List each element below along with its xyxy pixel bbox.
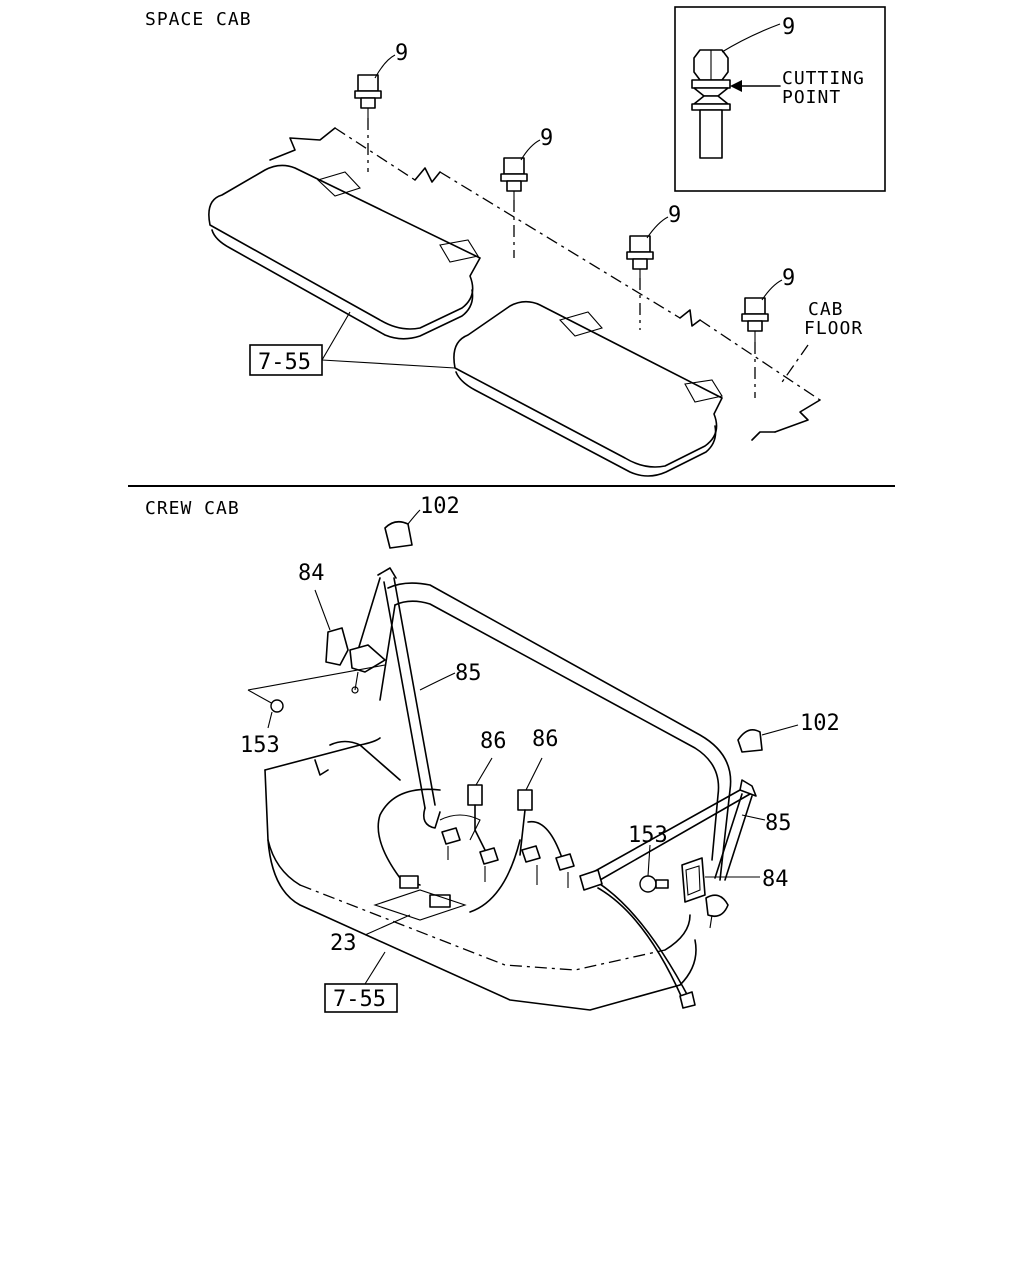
bolt-9-b: 9 — [500, 126, 553, 258]
callout-153-right: 153 — [628, 823, 668, 848]
cab-floor-label-line2: FLOOR — [804, 318, 863, 339]
cab-floor-label-line1: CAB — [808, 299, 844, 320]
retractor-84-left: 84 — [298, 561, 386, 694]
space-cab-ref: 7-55 — [258, 350, 311, 375]
cutting-point-line1: CUTTING — [782, 68, 865, 89]
crew-cab-ref-box: 7-55 — [324, 951, 398, 1013]
callout-84-right: 84 — [762, 867, 789, 892]
harness-23: 23 — [330, 839, 521, 956]
crew-bench-seat — [264, 582, 732, 1011]
space-cab-header: SPACE CAB — [145, 9, 252, 30]
seat-belt-85-left: 85 — [354, 567, 482, 829]
crew-cab-header: CREW CAB — [145, 498, 240, 519]
anchor-cover-102-right: 102 — [737, 711, 840, 753]
seat-belt-85-right: 85 — [579, 779, 792, 1009]
callout-9-a: 9 — [395, 41, 408, 66]
callout-86-left: 86 — [480, 729, 507, 754]
bolt-9-a: 9 — [354, 41, 408, 172]
buckle-86-left: 86 — [314, 729, 507, 882]
callout-102-right: 102 — [800, 711, 840, 736]
anchor-cover-102-left: 102 — [384, 494, 460, 549]
bolt-153-left: 153 — [240, 664, 386, 758]
buckle-86-right: 86 — [517, 727, 575, 888]
callout-85-right: 85 — [765, 811, 792, 836]
callout-9-c: 9 — [668, 203, 681, 228]
callout-85-left: 85 — [455, 661, 482, 686]
callout-153-left: 153 — [240, 733, 280, 758]
bolt-9-d: 9 — [741, 266, 795, 398]
callout-102-left: 102 — [420, 494, 460, 519]
inset-callout-9: 9 — [782, 15, 795, 40]
callout-23: 23 — [330, 931, 357, 956]
retractor-84-right: 84 — [681, 857, 789, 929]
seat-cushion-right — [453, 300, 723, 477]
callout-84-left: 84 — [298, 561, 325, 586]
bolt-153-right: 153 — [628, 823, 669, 893]
callout-9-b: 9 — [540, 126, 553, 151]
callout-86-right: 86 — [532, 727, 559, 752]
callout-9-d: 9 — [782, 266, 795, 291]
cutting-point-inset: 9 CUTTING POINT — [674, 6, 886, 192]
space-cab-ref-box: 7-55 — [249, 311, 456, 376]
bolt-9-c: 9 — [626, 203, 681, 330]
cutting-point-line2: POINT — [782, 87, 841, 108]
cab-floor-outline — [269, 127, 821, 441]
crew-cab-ref: 7-55 — [333, 987, 386, 1012]
seat-cushion-left — [208, 164, 481, 340]
